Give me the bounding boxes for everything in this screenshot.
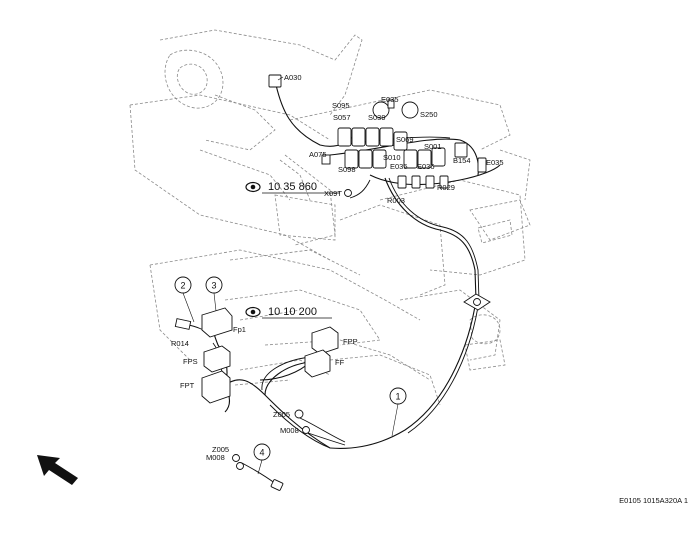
label-x09t: X09T <box>324 189 342 198</box>
label-m008-lower: M008 <box>206 453 225 462</box>
label-r029: R029 <box>437 183 455 192</box>
label-e035-mid: E035 <box>390 162 408 171</box>
figure-code: E0105 1015A320A 1 <box>619 496 688 505</box>
callout-4: 4 <box>253 443 271 461</box>
callout-2: 2 <box>174 276 192 294</box>
label-s095: S095 <box>332 101 350 110</box>
label-m008-upper: M008 <box>280 426 299 435</box>
label-e035-top: E035 <box>381 95 399 104</box>
label-s057: S057 <box>333 113 351 122</box>
harness-item-4 <box>232 454 284 491</box>
connector-fps <box>203 345 231 373</box>
grommet <box>463 293 491 311</box>
components <box>174 74 491 491</box>
connector-ff <box>304 349 331 378</box>
switch-cluster <box>321 99 487 189</box>
label-s069: S069 <box>396 135 414 144</box>
callout-1: 1 <box>389 387 407 405</box>
label-b154: B154 <box>453 156 471 165</box>
label-s039: S039 <box>368 113 386 122</box>
svg-text:10 10 200: 10 10 200 <box>268 306 317 318</box>
label-z005-lower: Z005 <box>212 445 229 454</box>
direction-arrow-icon <box>37 455 78 485</box>
component-labels: A030 S095 E035 S057 S039 S250 S069 S001 … <box>171 73 504 462</box>
callout-3: 3 <box>205 276 223 294</box>
label-fp1: Fp1 <box>233 325 246 334</box>
resistor-r014 <box>174 318 192 330</box>
label-s098: S098 <box>338 165 356 174</box>
svg-text:1: 1 <box>395 392 400 402</box>
connector-fpp <box>311 326 339 355</box>
harness-wires <box>187 84 501 449</box>
label-fpt: FPT <box>180 381 195 390</box>
label-a030: A030 <box>284 73 302 82</box>
connector-a030 <box>268 74 282 88</box>
label-a075: A075 <box>309 150 327 159</box>
connector-fpt <box>201 370 231 404</box>
leaders <box>182 76 399 475</box>
label-s001: S001 <box>424 142 442 151</box>
view-ref-mid: 10 10 200 <box>245 306 332 319</box>
machine-outline <box>129 29 531 406</box>
svg-text:3: 3 <box>211 281 216 291</box>
label-r003: R003 <box>387 196 405 205</box>
svg-text:4: 4 <box>259 448 264 458</box>
connector-fp1 <box>201 307 233 338</box>
svg-text:10 35 860: 10 35 860 <box>268 181 317 193</box>
eye-icon <box>245 181 261 193</box>
label-fps: FPS <box>183 357 198 366</box>
label-s010: S010 <box>383 153 401 162</box>
svg-text:2: 2 <box>180 281 185 291</box>
label-z005-upper: Z005 <box>273 410 290 419</box>
label-fpp: FPP <box>343 337 358 346</box>
label-s250: S250 <box>420 110 438 119</box>
label-ff: FF <box>335 358 345 367</box>
label-r014: R014 <box>171 339 189 348</box>
label-e036: E036 <box>417 162 435 171</box>
view-ref-top: 10 35 860 <box>245 181 340 194</box>
label-e035-right: E035 <box>486 158 504 167</box>
eye-icon <box>245 306 261 318</box>
